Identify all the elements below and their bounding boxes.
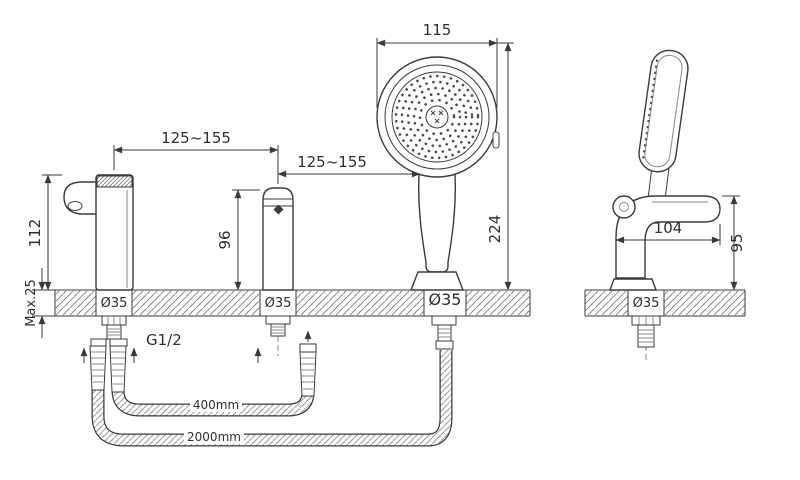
deck-hole-left: [96, 290, 132, 316]
hole-label-left: Ø35: [101, 296, 128, 311]
holder-pivot-center: [619, 202, 629, 212]
holder-pivot-knob: [612, 195, 636, 219]
diverter-valve-front: [262, 187, 294, 291]
valve-index-mark: [273, 204, 284, 215]
hose-spring-left-1: [89, 345, 107, 391]
nozzle-profile-dots: [642, 59, 659, 159]
hand-shower-front: [376, 56, 500, 291]
dim-span-left: 125~155: [161, 129, 231, 147]
deck-hole-shower: [424, 290, 466, 316]
spout-outlet: [67, 201, 83, 211]
shower-hose-long: [91, 346, 453, 447]
mode-button: [492, 131, 500, 149]
hole-label-side: Ø35: [633, 296, 660, 311]
hose-long-label: 2000mm: [187, 430, 241, 444]
shower-tailpiece: [431, 315, 457, 350]
dim-total-height: 224: [486, 215, 504, 244]
faucet-top-grille: [96, 175, 133, 188]
side-tailpiece: [631, 315, 661, 348]
hose-spring-left-2: [109, 345, 127, 393]
valve-tailpiece: [265, 315, 317, 397]
assembly-arrows: [80, 330, 312, 363]
shower-base: [409, 271, 465, 291]
spray-center-cap: [425, 105, 449, 129]
side-view: [584, 49, 746, 360]
faucet-tailpiece: [89, 315, 128, 393]
dim-valve-height: 96: [216, 230, 234, 249]
dim-shower-width: 115: [423, 21, 452, 39]
hole-label-shower: Ø35: [429, 290, 462, 309]
hose-long-label-bg: [184, 430, 244, 444]
hand-shower-side: [638, 49, 689, 219]
deck-hole-mid: [260, 290, 296, 316]
thread-size-label: G1/2: [146, 331, 182, 349]
holder-base: [609, 278, 657, 291]
dim-span-right: 125~155: [297, 153, 367, 171]
hose-spring-mid: [299, 351, 317, 397]
under-deck-plumbing: G1/2 400mm 2000mm: [80, 315, 457, 447]
valve-body: [262, 187, 294, 291]
dimensions: 115 224 125~155 125~155 112 96 Max.25 Ø3…: [24, 21, 746, 338]
dim-holder-reach: 104: [654, 219, 683, 237]
hose-short-label-bg: [190, 398, 242, 412]
spray-center-marks: [430, 110, 444, 124]
hole-label-mid: Ø35: [265, 296, 292, 311]
faucet-body: [95, 174, 134, 291]
dim-holder-height: 95: [728, 233, 746, 252]
mounting-deck-side: [584, 289, 746, 317]
hose-short-label: 400mm: [193, 398, 239, 412]
dim-deck-thickness: Max.25: [24, 279, 39, 327]
deck-hole-edges: [95, 290, 467, 316]
spray-nozzle-rings: [394, 74, 480, 160]
shower-head-side: [638, 49, 689, 173]
dim-spout-height: 112: [26, 219, 44, 248]
faucet-spout-front: [63, 174, 134, 291]
